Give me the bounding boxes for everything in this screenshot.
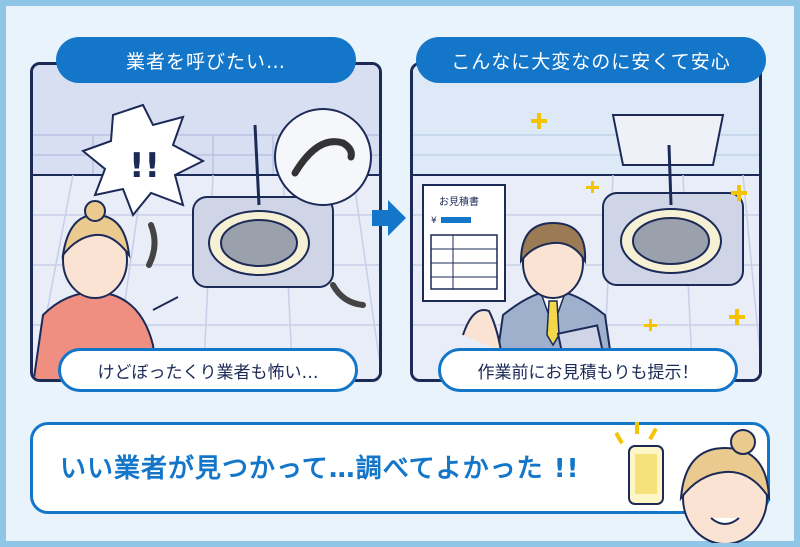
caption-right: 作業前にお見積もりも提示！ bbox=[438, 348, 738, 392]
estimate-title: お見積書 bbox=[439, 195, 479, 208]
happy-woman-with-phone bbox=[615, 422, 771, 543]
drain-unit bbox=[192, 124, 334, 288]
speech-bubble-right: こんなに大変なのに安くて安心 bbox=[416, 37, 766, 83]
conclusion-message: いい業者が見つかって…調べてよかった !! bbox=[60, 454, 580, 484]
left-panel-scene: !! bbox=[33, 103, 379, 379]
next-arrow-icon bbox=[372, 200, 406, 236]
left-panel: !! bbox=[30, 62, 382, 382]
speech-bubble-left: 業者を呼びたい… bbox=[56, 37, 356, 83]
phone-icon bbox=[628, 445, 664, 505]
right-panel: お見積書 ¥ bbox=[410, 62, 762, 382]
estimate-sheet: お見積書 ¥ bbox=[422, 184, 506, 302]
caption-left: けどぼったくり業者も怖い… bbox=[58, 348, 358, 392]
svg-text:!!: !! bbox=[129, 146, 160, 186]
right-panel-scene: お見積書 ¥ bbox=[413, 113, 759, 379]
estimate-yen: ¥ bbox=[431, 216, 437, 226]
drain-unit bbox=[602, 114, 744, 286]
